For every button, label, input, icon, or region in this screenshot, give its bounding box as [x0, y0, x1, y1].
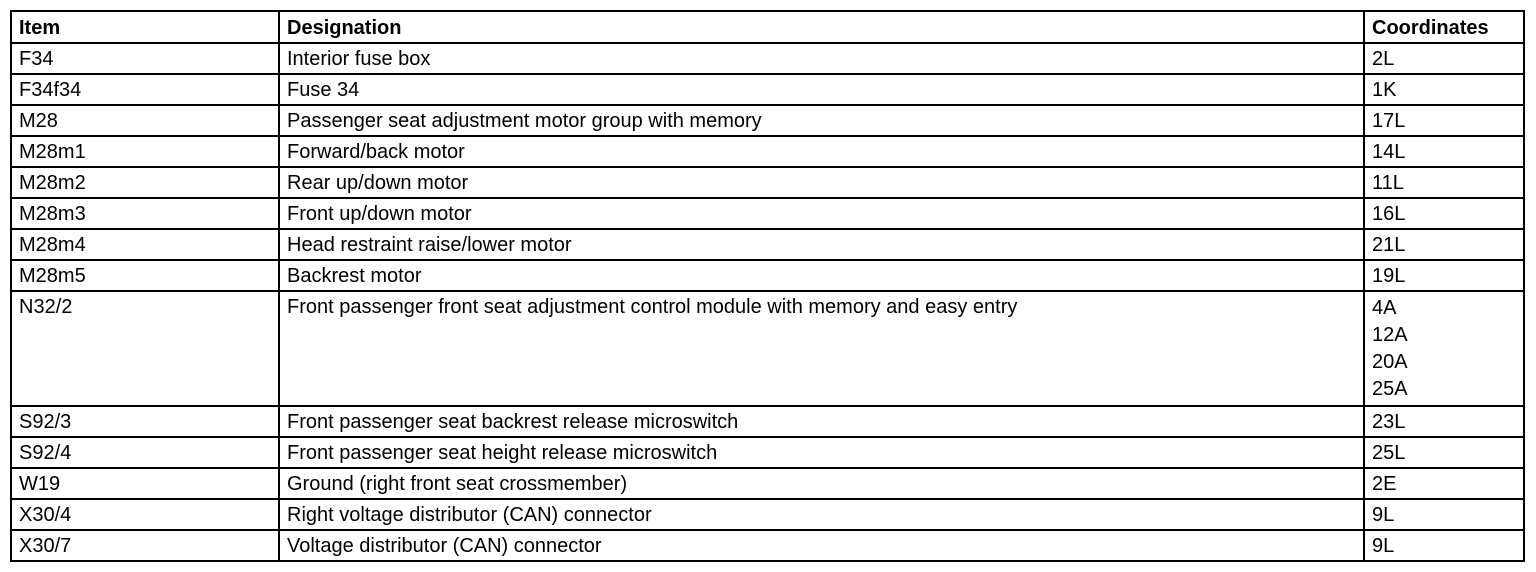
coordinate-value: 23L [1372, 411, 1406, 433]
table-row: W19 Ground (right front seat crossmember… [10, 467, 1525, 500]
coordinate-value: 12A [1372, 324, 1408, 346]
coordinates-cell: 23L [1363, 405, 1525, 438]
table-row: F34 Interior fuse box 2L [10, 42, 1525, 75]
item-cell: M28m2 [10, 166, 280, 199]
coordinate-value: 2E [1372, 473, 1397, 495]
table-row: S92/3 Front passenger seat backrest rele… [10, 405, 1525, 438]
table-row: X30/7 Voltage distributor (CAN) connecto… [10, 529, 1525, 562]
coordinates-cell: 16L [1363, 197, 1525, 230]
column-header-item: Item [10, 10, 280, 44]
item-cell: X30/7 [10, 529, 280, 562]
item-cell: X30/4 [10, 498, 280, 531]
table-row: X30/4 Right voltage distributor (CAN) co… [10, 498, 1525, 531]
coordinate-value: 14L [1372, 141, 1406, 163]
designation-cell: Right voltage distributor (CAN) connecto… [278, 498, 1365, 531]
coordinates-cell: 17L [1363, 104, 1525, 137]
table-body: F34 Interior fuse box 2L F34f34 Fuse 34 … [10, 42, 1525, 562]
designation-cell: Voltage distributor (CAN) connector [278, 529, 1365, 562]
header-row: Item Designation Coordinates [10, 10, 1525, 44]
table-row: M28 Passenger seat adjustment motor grou… [10, 104, 1525, 137]
designation-cell: Head restraint raise/lower motor [278, 228, 1365, 261]
component-legend-table-wrap: Item Designation Coordinates F34 Interio… [10, 10, 1525, 562]
coordinate-value: 1K [1372, 79, 1397, 101]
coordinates-cell: 19L [1363, 259, 1525, 292]
item-cell: S92/4 [10, 436, 280, 469]
coordinates-cell: 9L [1363, 529, 1525, 562]
item-cell: M28m4 [10, 228, 280, 261]
item-cell: M28 [10, 104, 280, 137]
coordinate-value: 20A [1372, 351, 1408, 373]
designation-cell: Passenger seat adjustment motor group wi… [278, 104, 1365, 137]
designation-cell: Forward/back motor [278, 135, 1365, 168]
designation-cell: Interior fuse box [278, 42, 1365, 75]
table-row: F34f34 Fuse 34 1K [10, 73, 1525, 106]
coordinates-cell: 4A 12A 20A 25A [1363, 290, 1525, 407]
coordinate-value: 9L [1372, 535, 1395, 557]
coordinate-value: 4A [1372, 297, 1397, 319]
table-row: M28m1 Forward/back motor 14L [10, 135, 1525, 168]
coordinate-value: 19L [1372, 265, 1406, 287]
coordinate-value: 21L [1372, 234, 1406, 256]
item-cell: S92/3 [10, 405, 280, 438]
coordinate-value: 11L [1372, 172, 1404, 194]
coordinates-cell: 2L [1363, 42, 1525, 75]
coordinates-cell: 9L [1363, 498, 1525, 531]
item-cell: F34 [10, 42, 280, 75]
table-row: N32/2 Front passenger front seat adjustm… [10, 290, 1525, 407]
item-cell: F34f34 [10, 73, 280, 106]
designation-cell: Fuse 34 [278, 73, 1365, 106]
coordinate-value: 25L [1372, 442, 1406, 464]
coordinates-cell: 21L [1363, 228, 1525, 261]
table-row: M28m2 Rear up/down motor 11L [10, 166, 1525, 199]
coordinates-cell: 2E [1363, 467, 1525, 500]
table-row: M28m4 Head restraint raise/lower motor 2… [10, 228, 1525, 261]
designation-cell: Front passenger seat height release micr… [278, 436, 1365, 469]
designation-cell: Rear up/down motor [278, 166, 1365, 199]
coordinate-value: 17L [1372, 110, 1406, 132]
designation-cell: Backrest motor [278, 259, 1365, 292]
coordinate-value: 2L [1372, 48, 1395, 70]
item-cell: M28m3 [10, 197, 280, 230]
item-cell: M28m5 [10, 259, 280, 292]
coordinates-cell: 14L [1363, 135, 1525, 168]
coordinate-value: 25A [1372, 378, 1408, 400]
coordinate-value: 16L [1372, 203, 1406, 225]
coordinates-cell: 1K [1363, 73, 1525, 106]
item-cell: M28m1 [10, 135, 280, 168]
component-legend-table: Item Designation Coordinates F34 Interio… [10, 10, 1525, 562]
coordinate-value: 9L [1372, 504, 1395, 526]
item-cell: W19 [10, 467, 280, 500]
coordinates-cell: 25L [1363, 436, 1525, 469]
designation-cell: Front passenger seat backrest release mi… [278, 405, 1365, 438]
designation-cell: Front passenger front seat adjustment co… [278, 290, 1365, 407]
coordinates-cell: 11L [1363, 166, 1525, 199]
designation-cell: Front up/down motor [278, 197, 1365, 230]
item-cell: N32/2 [10, 290, 280, 407]
table-row: S92/4 Front passenger seat height releas… [10, 436, 1525, 469]
table-row: M28m3 Front up/down motor 16L [10, 197, 1525, 230]
column-header-designation: Designation [278, 10, 1365, 44]
column-header-coordinates: Coordinates [1363, 10, 1525, 44]
designation-cell: Ground (right front seat crossmember) [278, 467, 1365, 500]
table-row: M28m5 Backrest motor 19L [10, 259, 1525, 292]
